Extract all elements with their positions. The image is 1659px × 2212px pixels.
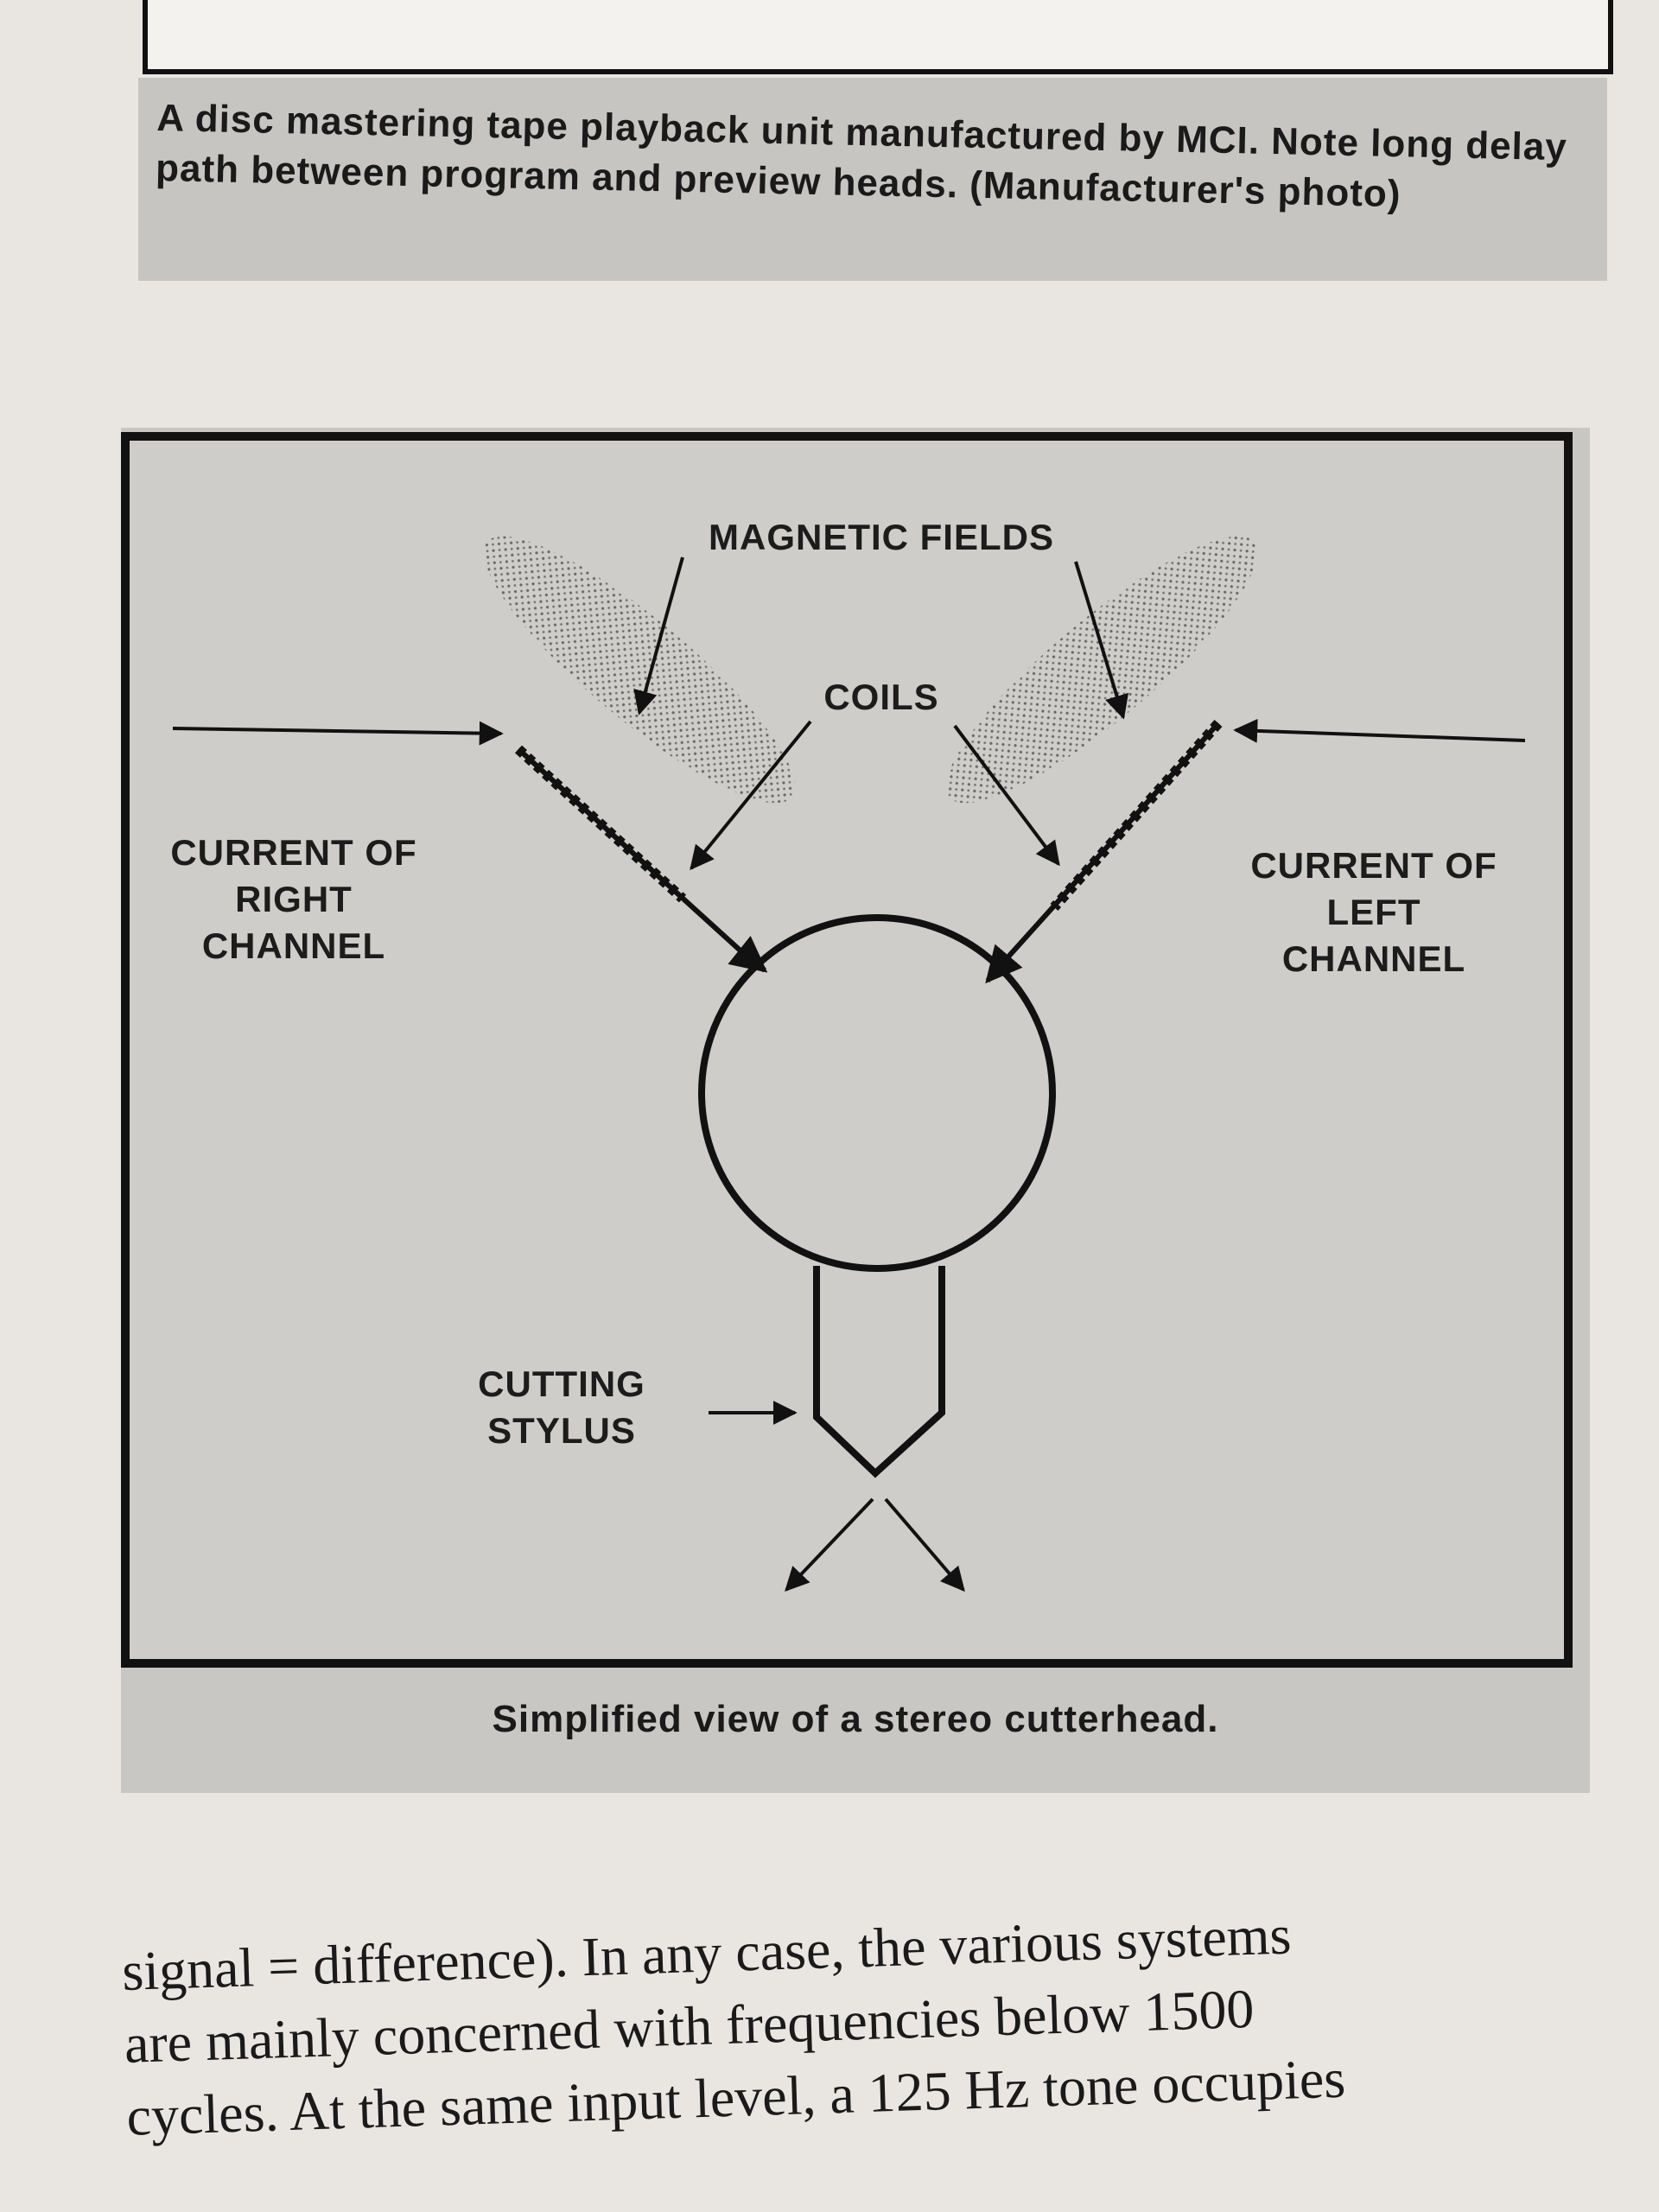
armature-circle xyxy=(698,914,1056,1272)
left-current-arrow xyxy=(1233,718,1526,743)
left-channel-line-2: LEFT xyxy=(1326,892,1421,932)
motion-arrow-right xyxy=(884,1497,965,1592)
right-current-arrow xyxy=(172,721,504,746)
motion-arrow-left xyxy=(785,1497,874,1592)
right-coil xyxy=(514,745,746,956)
right-channel-label: CURRENT OF RIGHT CHANNEL xyxy=(156,830,432,969)
cutting-stylus-shape xyxy=(813,1266,945,1478)
right-magnetic-field xyxy=(483,536,796,804)
cutterhead-diagram xyxy=(121,428,1590,1793)
right-channel-line-3: CHANNEL xyxy=(201,925,386,966)
cutting-stylus-line-2: STYLUS xyxy=(487,1410,636,1451)
top-caption-box: A disc mastering tape playback unit manu… xyxy=(138,78,1607,281)
left-channel-label: CURRENT OF LEFT CHANNEL xyxy=(1236,842,1512,982)
magnetic-fields-label: MAGNETIC FIELDS xyxy=(709,517,1054,557)
top-caption: A disc mastering tape playback unit manu… xyxy=(155,96,1568,216)
cutting-stylus-line-1: CUTTING xyxy=(478,1363,645,1404)
body-paragraph: signal = difference). In any case, the v… xyxy=(121,1891,1544,2152)
cutting-stylus-label: CUTTING STYLUS xyxy=(449,1361,674,1454)
coils-label: COILS xyxy=(823,677,939,717)
left-magnetic-field xyxy=(945,536,1258,804)
figure-caption: Simplified view of a stereo cutterhead. xyxy=(492,1698,1219,1740)
right-channel-line-2: RIGHT xyxy=(235,879,353,919)
right-channel-line-1: CURRENT OF xyxy=(170,832,417,873)
left-channel-line-3: CHANNEL xyxy=(1281,938,1466,979)
left-channel-line-1: CURRENT OF xyxy=(1250,845,1497,886)
cutterhead-figure: MAGNETIC FIELDS COILS CURRENT OF RIGHT C… xyxy=(121,428,1590,1793)
previous-figure-frame xyxy=(143,0,1613,74)
figure-frame xyxy=(121,432,1573,1668)
left-coil xyxy=(1000,720,1223,966)
